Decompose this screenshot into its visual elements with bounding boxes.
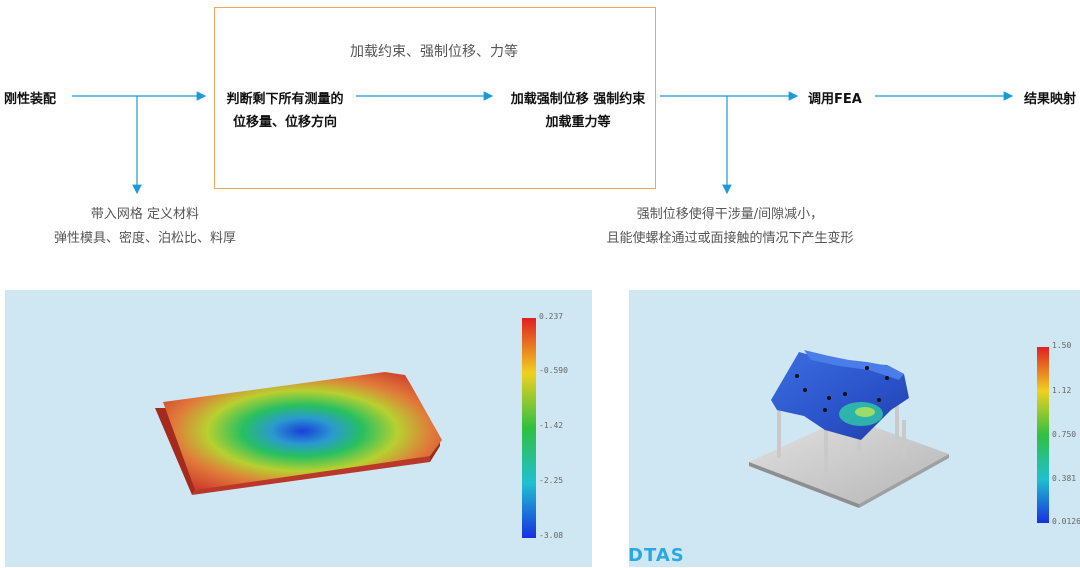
left-legend-label: -3.08 [539,531,564,540]
note-right-line2: 且能使螺栓通过或面接触的情况下产生变形 [606,231,854,246]
right-legend-label: 0.0126 [1052,517,1080,526]
step-load-line1: 加载强制位移 强制约束 [510,92,646,107]
left-fea-panel: 0.237 -0.590 -1.42 -2.25 -3.08 [5,290,592,567]
note-forced-displacement: 强制位移使得干涉量/间隙减小， 且能使螺栓通过或面接触的情况下产生变形 [560,203,900,251]
dtas-logo: DTAS [628,545,685,566]
note-right-line1: 强制位移使得干涉量/间隙减小， [636,207,824,222]
left-color-legend [522,318,536,538]
step-result-mapping: 结果映射 [1024,92,1077,107]
step-load-constraints: 加载强制位移 强制约束 加载重力等 [496,88,660,134]
right-legend-label: 0.750 [1052,430,1077,439]
step-call-fea: 调用FEA [808,92,862,107]
step-judge-line2: 位移量、位移方向 [232,115,337,130]
left-legend-label: -0.590 [539,366,568,375]
box-caption: 加载约束、强制位移、力等 [350,44,518,60]
step-load-line2: 加载重力等 [545,115,611,130]
note-mesh-material: 带入网格 定义材料 弹性模具、密度、泊松比、料厚 [10,203,280,251]
left-legend-label: -2.25 [539,476,564,485]
left-legend-label: 0.237 [539,312,564,321]
constraint-group-box [214,7,656,189]
step-judge-line1: 判断剩下所有测量的 [226,92,344,107]
fixture-contour-image [749,347,1049,523]
step-rigid-assembly: 刚性装配 [4,92,57,107]
note-left-line1: 带入网格 定义材料 [90,207,200,222]
plate-contour-image [155,372,442,495]
right-legend-label: 0.381 [1052,474,1077,483]
note-left-line2: 弹性模具、密度、泊松比、料厚 [53,231,236,246]
left-legend-label: -1.42 [539,421,564,430]
right-legend-label: 1.12 [1052,386,1072,395]
right-legend-label: 1.50 [1052,341,1072,350]
step-judge-displacement: 判断剩下所有测量的 位移量、位移方向 [214,88,356,134]
right-fea-panel: 1.50 1.12 0.750 0.381 0.0126 [629,290,1080,567]
